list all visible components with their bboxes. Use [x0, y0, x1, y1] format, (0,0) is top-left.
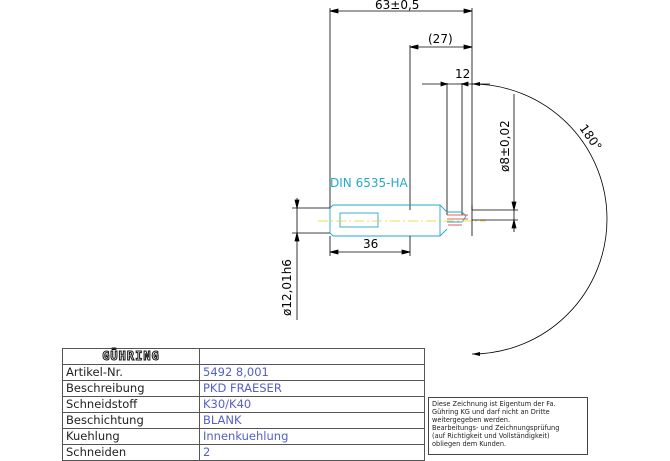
- overall-length-label: 63±0,5: [375, 0, 419, 12]
- arc-arrow-top: [472, 82, 480, 86]
- dimension-shank-length: [329, 236, 411, 256]
- row-label: Artikel-Nr.: [62, 364, 200, 381]
- title-block: GÜHRING Artikel-Nr. 5492 8,001 Beschreib…: [62, 348, 425, 461]
- ownership-notice: Diese Zeichnung ist Eigentum der Fa. Güh…: [428, 397, 588, 455]
- row-value: Innenkuehlung: [199, 428, 425, 445]
- row-value: BLANK: [199, 412, 425, 429]
- dimension-shank-diameter: [292, 198, 330, 320]
- row-value: 2: [199, 444, 425, 461]
- small-length-label: 12: [455, 67, 470, 81]
- dimension-overall-length: [329, 8, 473, 210]
- notice-line: Diese Zeichnung ist Eigentum der Fa.: [432, 400, 556, 408]
- angle-label: 180°: [577, 122, 605, 154]
- table-row: Kuehlung Innenkuehlung: [62, 428, 425, 445]
- row-value: PKD FRAESER: [199, 380, 425, 397]
- row-value: K30/K40: [199, 396, 425, 413]
- arc-arrow-bottom: [472, 352, 480, 356]
- arc-180: [471, 83, 608, 355]
- tool-outline: [329, 204, 467, 237]
- row-label: Beschichtung: [62, 412, 200, 429]
- table-row: Schneidstoff K30/K40: [62, 396, 425, 413]
- title-block-logo-row: GÜHRING: [62, 348, 425, 365]
- cutting-edge: [447, 214, 468, 226]
- row-label: Schneidstoff: [62, 396, 200, 413]
- notice-line: weitergegeben werden.: [432, 416, 511, 424]
- row-label: Kuehlung: [62, 428, 200, 445]
- title-block-logo-spacer: [199, 348, 425, 365]
- ref-length-label: (27): [428, 32, 453, 46]
- dimension-diameter-tip: [472, 94, 518, 232]
- table-row: Schneiden 2: [62, 444, 425, 461]
- notice-line: Bearbeitungs- und Zeichnungsprüfung: [432, 424, 560, 432]
- diameter-tip-label: ø8±0,02: [498, 120, 512, 172]
- shank-diameter-label: ø12,01h6: [280, 259, 294, 316]
- row-label: Beschreibung: [62, 380, 200, 397]
- shank-length-label: 36: [363, 237, 378, 251]
- table-row: Beschichtung BLANK: [62, 412, 425, 429]
- notice-line: obliegen dem Kunden.: [432, 440, 507, 448]
- table-row: Artikel-Nr. 5492 8,001: [62, 364, 425, 381]
- dimension-ref-length: [409, 44, 473, 210]
- notice-line: (auf Richtigkeit und Vollständigkeit): [432, 432, 550, 440]
- notice-line: Gühring KG und darf nicht an Dritte: [432, 408, 550, 416]
- company-logo: GÜHRING: [62, 348, 200, 365]
- row-label: Schneiden: [62, 444, 200, 461]
- table-row: Beschreibung PKD FRAESER: [62, 380, 425, 397]
- row-value: 5492 8,001: [199, 364, 425, 381]
- dimension-small-length: [422, 81, 490, 215]
- standard-label: DIN 6535-HA: [330, 176, 408, 190]
